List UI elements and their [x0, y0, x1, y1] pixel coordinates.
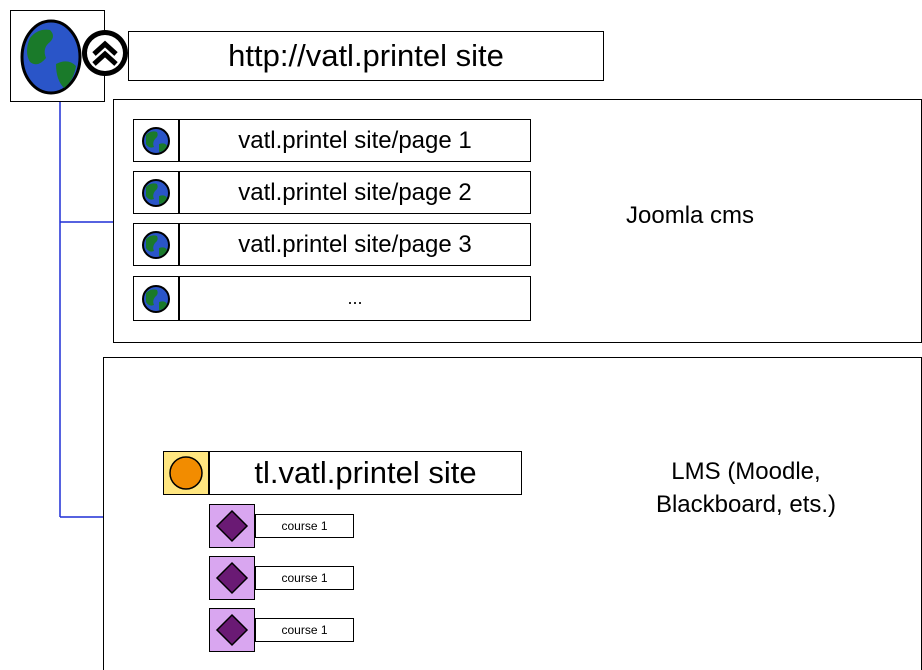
- orange-circle-icon: [163, 451, 209, 495]
- purple-diamond-icon: [209, 504, 255, 548]
- globe-icon: [133, 223, 179, 266]
- course-item[interactable]: course 1: [255, 514, 354, 538]
- cms-page-item-more[interactable]: ...: [179, 276, 531, 321]
- lms-label-line2: Blackboard, ets.): [655, 491, 837, 518]
- globe-icon: [133, 276, 179, 321]
- lms-site-label[interactable]: tl.vatl.printel site: [209, 451, 522, 495]
- cms-page-item[interactable]: vatl.printel site/page 1: [179, 119, 531, 162]
- globe-icon: [133, 171, 179, 214]
- course-item[interactable]: course 1: [255, 618, 354, 642]
- purple-diamond-icon: [209, 556, 255, 600]
- root-url-label[interactable]: http://vatl.printel site: [128, 31, 604, 81]
- lms-label-line1: LMS (Moodle,: [671, 458, 821, 485]
- globe-icon: [133, 119, 179, 162]
- course-item[interactable]: course 1: [255, 566, 354, 590]
- purple-diamond-icon: [209, 608, 255, 652]
- cms-label: Joomla cms: [626, 202, 755, 229]
- chevron-up-circle-icon[interactable]: [80, 28, 130, 78]
- cms-page-item[interactable]: vatl.printel site/page 3: [179, 223, 531, 266]
- cms-page-item[interactable]: vatl.printel site/page 2: [179, 171, 531, 214]
- globe-icon: [20, 18, 82, 96]
